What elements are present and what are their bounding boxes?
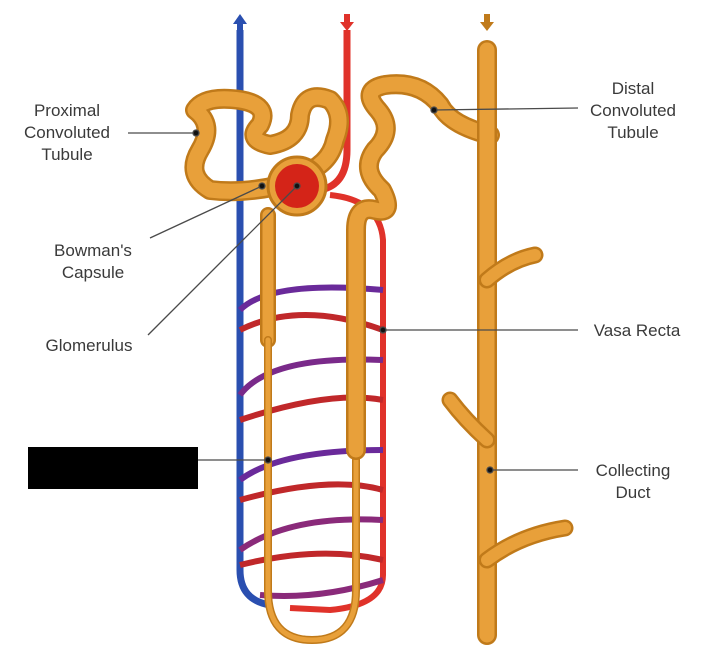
label-distal-convoluted-tubule: Distal Convoluted Tubule bbox=[589, 79, 676, 142]
label-proximal-convoluted-tubule: Proximal Convoluted Tubule bbox=[23, 101, 110, 164]
label-glomerulus: Glomerulus bbox=[45, 336, 133, 355]
label-collecting-duct: Collecting Duct bbox=[595, 461, 671, 502]
down-arrow-icon bbox=[480, 14, 494, 31]
label-vasa-recta: Vasa Recta bbox=[593, 321, 681, 340]
down-arrow-icon bbox=[340, 14, 354, 31]
label-bowmans-capsule: Bowman's Capsule bbox=[54, 241, 132, 282]
redacted-label-box bbox=[28, 447, 198, 489]
vein-vessel bbox=[236, 30, 271, 609]
nephron-tubule bbox=[184, 74, 500, 644]
collecting-duct bbox=[441, 40, 574, 645]
leader-lines bbox=[128, 106, 579, 474]
vasa-recta-network bbox=[237, 284, 385, 599]
up-arrow-icon bbox=[233, 14, 247, 33]
